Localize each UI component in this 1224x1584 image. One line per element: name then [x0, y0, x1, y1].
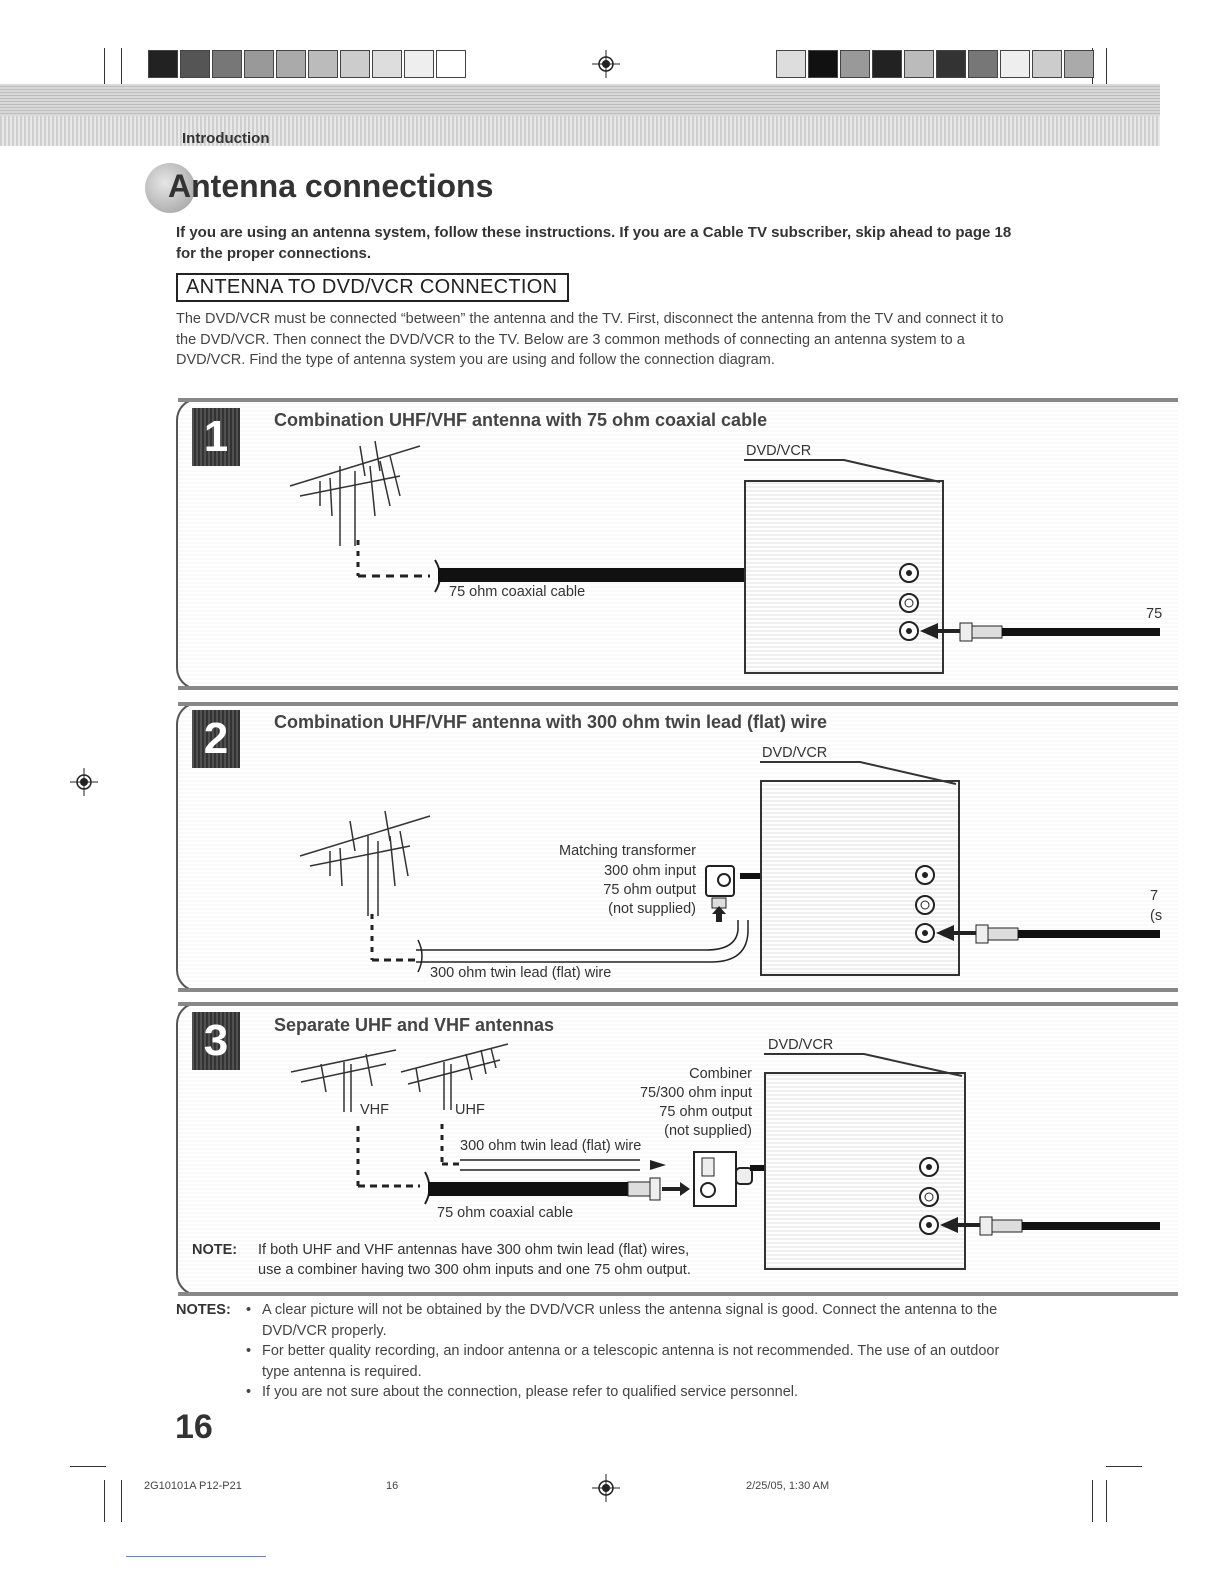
bottom-rule: [126, 1556, 266, 1557]
diagram-number-badge: 2: [192, 710, 240, 768]
page-number: 16: [175, 1408, 213, 1446]
notes-heading: NOTES:: [176, 1302, 231, 1318]
note-item: •A clear picture will not be obtained by…: [246, 1302, 998, 1339]
title-orb-icon: [145, 163, 195, 213]
antenna-in-jack-icon: [899, 563, 919, 583]
rf-out-jack-icon: [899, 593, 919, 613]
to-tv-jack-icon: [915, 923, 935, 943]
note-text-line: If both UHF and VHF antennas have 300 oh…: [258, 1242, 690, 1258]
antenna-in-jack-icon: [919, 1157, 939, 1177]
to-tv-jack-icon: [899, 621, 919, 641]
cut-off-label: 75: [1146, 606, 1163, 622]
intro-paragraph: The DVD/VCR must be connected “between” …: [176, 311, 1004, 368]
header-band: [0, 84, 1160, 146]
note-label: NOTE:: [192, 1242, 238, 1258]
wire-label: 300 ohm twin lead (flat) wire: [430, 965, 612, 981]
registration-target-icon: [592, 1474, 620, 1502]
lead-text: If you are using an antenna system, foll…: [176, 224, 1012, 262]
combiner-label-line: (not supplied): [664, 1123, 752, 1139]
note-item: •If you are not sure about the connectio…: [246, 1384, 799, 1400]
crop-mark: [70, 1466, 106, 1467]
antenna-icon: [289, 440, 421, 546]
vhf-antenna-icon: [290, 1049, 397, 1112]
cable-label: 75 ohm coaxial cable: [437, 1205, 574, 1221]
footer-job-code: 2G10101A P12-P21: [144, 1480, 242, 1492]
output-cable: [936, 924, 1160, 944]
section-label: Introduction: [182, 130, 270, 147]
diagram-title: Combination UHF/VHF antenna with 300 ohm…: [274, 712, 828, 732]
diagram-number-badge: 1: [192, 408, 240, 466]
dvd-vcr-panel-perspective: [764, 1053, 963, 1077]
diagram-title: Combination UHF/VHF antenna with 75 ohm …: [274, 410, 768, 430]
separate-antenna-wiring: [356, 1124, 690, 1205]
vhf-label: VHF: [360, 1102, 389, 1118]
cut-off-label: (s: [1150, 908, 1163, 924]
note-item-text: For better quality recording, an indoor …: [262, 1343, 1000, 1380]
transformer-label-line: (not supplied): [608, 901, 696, 917]
notes-section: NOTES: •A clear picture will not be obta…: [176, 1300, 1016, 1403]
crop-mark: [1092, 1480, 1093, 1522]
dvd-vcr-panel-perspective: [744, 459, 941, 483]
transformer-label-line: 75 ohm output: [603, 882, 696, 898]
diagram-title: Separate UHF and VHF antennas: [274, 1015, 555, 1035]
combiner-label-line: Combiner: [689, 1066, 752, 1082]
rf-out-jack-icon: [915, 895, 935, 915]
device-label: DVD/VCR: [762, 745, 828, 761]
note-text-line: use a combiner having two 300 ohm inputs…: [258, 1262, 691, 1278]
diagram-number-badge: 3: [192, 1012, 240, 1070]
diagram-panel-2: [176, 702, 1178, 992]
transformer-label-line: 300 ohm input: [604, 863, 696, 879]
rf-out-jack-icon: [919, 1187, 939, 1207]
crop-mark: [1106, 1466, 1142, 1467]
combiner-label-line: 75 ohm output: [659, 1104, 752, 1120]
to-tv-jack-icon: [919, 1215, 939, 1235]
note-item-text: A clear picture will not be obtained by …: [262, 1302, 998, 1339]
cut-off-label: 7: [1150, 888, 1159, 904]
diagram-panel-3: [176, 1002, 1178, 1296]
device-label: DVD/VCR: [746, 443, 812, 459]
page-title: Antenna connections: [168, 168, 494, 204]
footer-sheet: 16: [386, 1480, 399, 1492]
output-cable: [920, 622, 1160, 642]
uhf-antenna-icon: [400, 1043, 509, 1110]
combiner-icon: [693, 1151, 753, 1207]
cable-label: 75 ohm coaxial cable: [449, 584, 586, 600]
crop-mark: [1106, 1480, 1107, 1522]
combiner-label-line: 75/300 ohm input: [639, 1085, 752, 1101]
antenna-icon: [299, 810, 431, 916]
diagram-panel-1: [176, 398, 1178, 690]
matching-transformer-icon: [705, 865, 735, 922]
registration-target-icon: [70, 768, 98, 796]
crop-mark: [121, 48, 122, 88]
section-heading: ANTENNA TO DVD/VCR CONNECTION: [176, 273, 570, 302]
crop-mark: [1106, 48, 1107, 88]
transformer-label-line: Matching transformer: [559, 843, 696, 859]
note-item-text: If you are not sure about the connection…: [262, 1384, 799, 1400]
crop-mark: [104, 1480, 105, 1522]
dvd-vcr-panel-perspective: [760, 761, 957, 785]
footer-timestamp: 2/25/05, 1:30 AM: [746, 1480, 830, 1492]
color-registration-bar-right: [776, 50, 1094, 78]
twin-lead-wire: [370, 914, 749, 973]
antenna-in-jack-icon: [915, 865, 935, 885]
wire-label: 300 ohm twin lead (flat) wire: [460, 1138, 642, 1154]
device-label: DVD/VCR: [768, 1037, 834, 1053]
color-registration-bar-left: [148, 50, 466, 78]
registration-target-icon: [592, 50, 620, 78]
uhf-label: UHF: [455, 1102, 485, 1118]
crop-mark: [104, 48, 105, 88]
output-cable: [940, 1216, 1160, 1236]
crop-mark: [121, 1480, 122, 1522]
note-item: •For better quality recording, an indoor…: [246, 1343, 1000, 1380]
